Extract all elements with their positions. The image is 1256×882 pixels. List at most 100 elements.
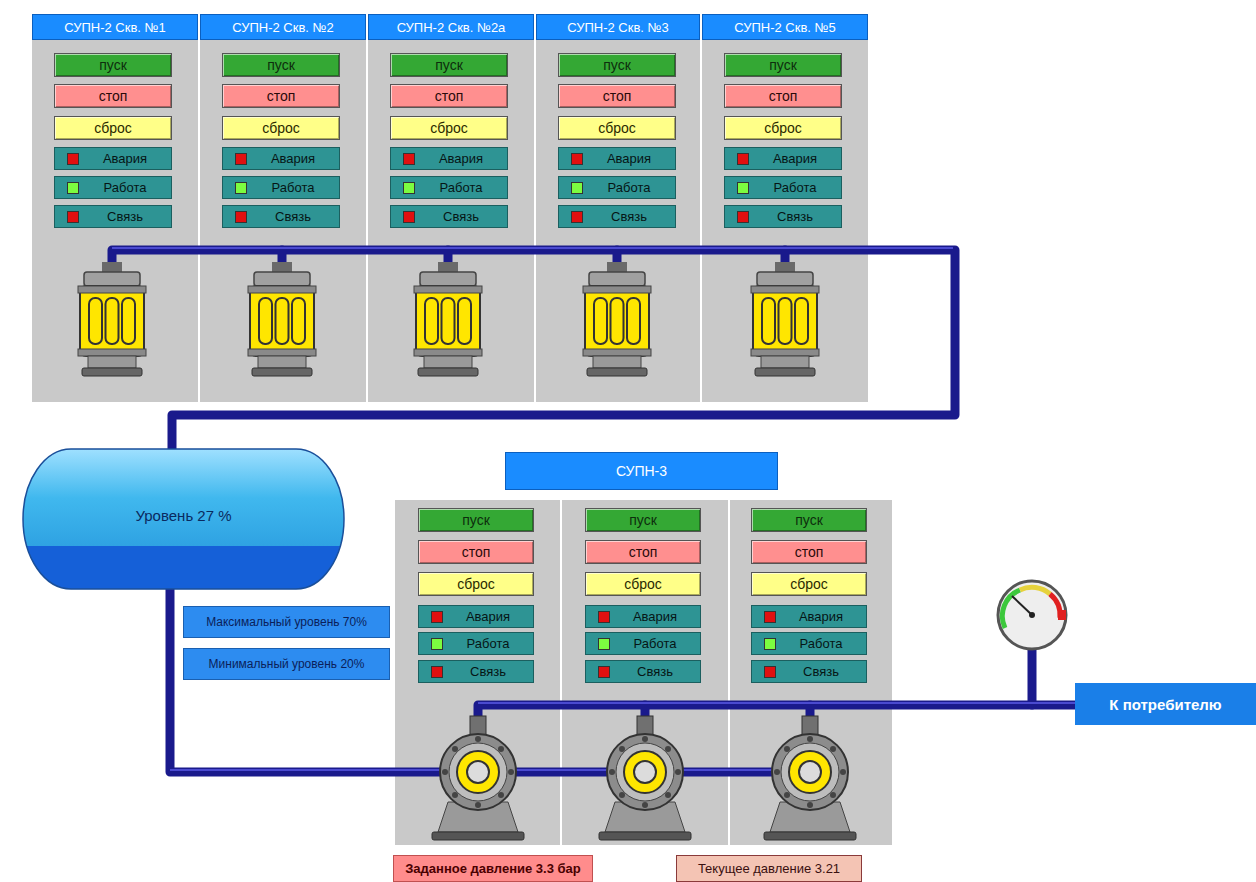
panel-ground <box>368 40 534 402</box>
indicator-label: Связь <box>583 209 675 224</box>
indicator-text: Работа <box>800 636 843 651</box>
pressure-gauge <box>998 581 1066 649</box>
panel-ground <box>200 40 366 402</box>
indicator-text: Авария <box>799 609 843 624</box>
indicator-label: Работа <box>749 180 841 195</box>
run-indicator: Работа <box>418 632 534 655</box>
link-indicator: Связь <box>390 205 508 228</box>
status-lamp <box>764 666 776 678</box>
tank-body <box>23 449 344 589</box>
button-text: стоп <box>795 544 824 560</box>
alarm-indicator: Авария <box>418 605 534 628</box>
pressure-box: Текущее давление 3.21 <box>676 855 862 882</box>
alarm-indicator: Авария <box>54 147 172 170</box>
indicator-text: Авария <box>633 609 677 624</box>
button-text: пуск <box>99 57 127 73</box>
button-text: сброс <box>457 576 495 592</box>
pipe <box>112 250 955 452</box>
alarm-indicator: Авария <box>222 147 340 170</box>
status-lamp <box>235 153 247 165</box>
button-text: пуск <box>435 57 463 73</box>
well-pump-panel: СУПН-2 Скв. №3пускстопсбросАварияРаботаС… <box>536 14 700 402</box>
header-band: СУПН-2 Скв. №2а <box>368 14 534 40</box>
pressure-gauge <box>1029 612 1035 618</box>
booster-pump <box>599 716 691 840</box>
status-lamp <box>737 211 749 223</box>
start-button: пуск <box>585 508 701 532</box>
button-text: пуск <box>462 512 490 528</box>
reset-button: сброс <box>724 116 842 140</box>
link-indicator: Связь <box>751 660 867 683</box>
start-button: пуск <box>751 508 867 532</box>
status-lamp <box>403 182 415 194</box>
start-button: пуск <box>418 508 534 532</box>
status-lamp <box>403 211 415 223</box>
booster-station-panel: СУПН-3пускстопсбросАварияРаботаСвязьпуск… <box>395 452 892 845</box>
setpoint-box: Заданное давление 3.3 бар <box>393 855 593 882</box>
indicator-label: Работа <box>776 636 866 651</box>
indicator-label: Работа <box>443 636 533 651</box>
alarm-indicator: Авария <box>724 147 842 170</box>
booster-pump <box>432 716 856 840</box>
pipe <box>282 250 785 262</box>
indicator-text: Авария <box>103 151 147 166</box>
indicator-text: Работа <box>440 180 483 195</box>
panel-ground <box>32 40 892 845</box>
pressure-gauge <box>1002 590 1020 628</box>
run-indicator: Работа <box>585 632 701 655</box>
indicator-text: Авария <box>439 151 483 166</box>
level-limit-text: Максимальный уровень 70% <box>206 615 367 629</box>
well-pump-motor <box>78 262 819 376</box>
run-indicator: Работа <box>751 632 867 655</box>
button-text: пуск <box>795 512 823 528</box>
status-lamp <box>235 211 247 223</box>
status-lamp <box>598 666 610 678</box>
indicator-text: Связь <box>470 664 506 679</box>
pressure-text: Текущее давление 3.21 <box>698 861 840 876</box>
header-text: СУПН-2 Скв. №3 <box>567 20 669 35</box>
pipe <box>478 705 1075 716</box>
stop-button: стоп <box>724 84 842 108</box>
reset-button: сброс <box>585 572 701 596</box>
indicator-label: Связь <box>443 664 533 679</box>
indicator-text: Связь <box>107 209 143 224</box>
stop-button: стоп <box>390 84 508 108</box>
well-pump-motor <box>78 262 146 376</box>
button-text: стоп <box>267 88 296 104</box>
header-text: СУПН-2 Скв. №1 <box>64 20 166 35</box>
buffer-tank: Уровень 27 % <box>22 448 345 590</box>
alarm-indicator: Авария <box>390 147 508 170</box>
start-button: пуск <box>390 53 508 77</box>
status-lamp <box>764 611 776 623</box>
status-lamp <box>571 211 583 223</box>
link-indicator: Связь <box>585 660 701 683</box>
start-button: пуск <box>558 53 676 77</box>
link-indicator: Связь <box>222 205 340 228</box>
indicator-label: Авария <box>583 151 675 166</box>
button-text: стоп <box>769 88 798 104</box>
status-lamp <box>737 182 749 194</box>
button-text: сброс <box>94 120 132 136</box>
consumer-box: К потребителю <box>1075 683 1256 725</box>
stop-button: стоп <box>751 540 867 564</box>
indicator-label: Связь <box>79 209 171 224</box>
well-pump-motor <box>248 262 316 376</box>
start-button: пуск <box>724 53 842 77</box>
destination-text: К потребителю <box>1109 696 1221 713</box>
panel-ground <box>32 40 198 402</box>
reset-button: сброс <box>418 572 534 596</box>
reset-button: сброс <box>558 116 676 140</box>
reset-button: сброс <box>390 116 508 140</box>
booster-pump <box>432 716 524 840</box>
button-text: сброс <box>764 120 802 136</box>
start-button: пуск <box>54 53 172 77</box>
button-text: пуск <box>603 57 631 73</box>
status-lamp <box>571 153 583 165</box>
panel-ground <box>395 500 560 845</box>
button-text: сброс <box>262 120 300 136</box>
tank-outline <box>23 449 344 589</box>
panel-ground <box>702 40 868 402</box>
button-text: стоп <box>603 88 632 104</box>
indicator-label: Работа <box>415 180 507 195</box>
